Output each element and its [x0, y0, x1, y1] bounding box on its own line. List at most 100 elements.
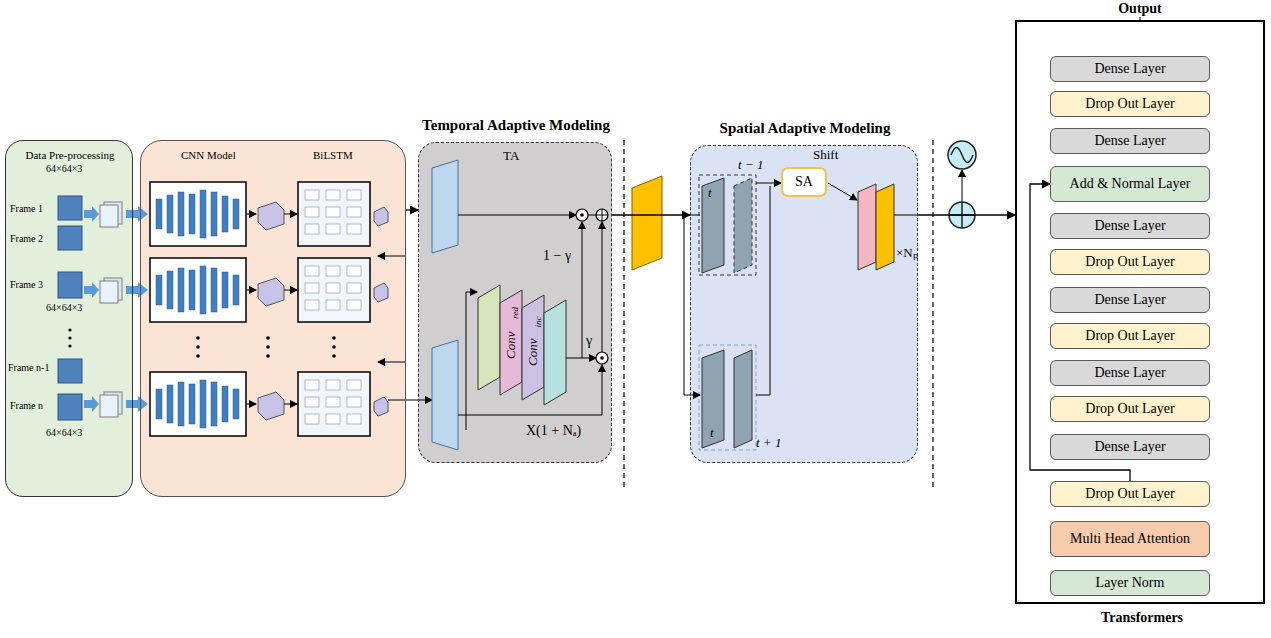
illustration-part — [298, 372, 370, 436]
illustration-part — [347, 266, 361, 276]
layer-label: Drop Out Layer — [1081, 255, 1178, 270]
illustration-part — [266, 345, 270, 349]
illustration-part — [544, 300, 566, 405]
dense-layer: Dense Layer — [1050, 56, 1210, 82]
illustration-part — [150, 182, 246, 246]
illustration-part — [388, 400, 432, 401]
illustration-part — [690, 215, 700, 216]
illustration-part — [178, 268, 184, 312]
illustration-part — [196, 345, 200, 349]
illustration-part — [167, 385, 173, 423]
illustration-part — [126, 206, 148, 222]
illustration-part — [332, 345, 336, 349]
illustration-part — [100, 395, 118, 417]
illustration-part — [326, 300, 340, 310]
dimension: 64×64×3 — [46, 163, 82, 174]
illustration-part — [126, 282, 148, 298]
illustration-part — [332, 354, 336, 358]
connector — [406, 209, 418, 210]
illustration-part — [347, 207, 361, 217]
dense-layer: Dense Layer — [1050, 287, 1210, 313]
illustration-part — [347, 397, 361, 407]
illustration-part — [68, 336, 71, 339]
illustration-part — [734, 178, 752, 273]
illustration-part — [258, 392, 284, 420]
illustration-part — [458, 365, 602, 415]
illustration-part — [58, 196, 82, 220]
illustration-part — [858, 184, 876, 270]
illustration-part — [246, 290, 256, 291]
time-label: t — [710, 426, 714, 440]
illustration-part — [100, 205, 118, 227]
illustration-part — [233, 199, 239, 229]
illustration-part — [58, 359, 82, 383]
dropout-layer: Drop Out Layer — [1050, 91, 1210, 117]
layer-norm: Layer Norm — [1050, 570, 1210, 596]
layer-label: Dense Layer — [1090, 134, 1169, 149]
illustration-part — [84, 206, 99, 222]
illustration-part — [196, 354, 200, 358]
illustration-part — [326, 380, 340, 390]
illustration-part — [258, 278, 284, 306]
illustration-part — [150, 372, 246, 436]
illustration-part — [374, 283, 388, 302]
illustration-part — [326, 266, 340, 276]
illustration-part — [347, 190, 361, 200]
illustration-part — [432, 340, 458, 450]
illustration-part — [305, 224, 319, 234]
conv-label: Conv — [504, 331, 518, 358]
attention-box: SA — [781, 167, 827, 197]
illustration-part — [211, 192, 217, 236]
frame-label: Frame n — [10, 400, 43, 411]
gate-weight: γ — [586, 333, 592, 348]
illustration-part — [458, 215, 576, 216]
illustration-part — [576, 209, 608, 364]
illustration-part — [58, 272, 82, 298]
illustration-part — [378, 256, 432, 400]
illustration-part — [522, 295, 544, 400]
module-panel: CNN Model BiLSTM — [140, 140, 406, 497]
panel-heading: Temporal Adaptive Modeling — [396, 117, 636, 134]
illustration-part — [588, 215, 596, 216]
conv-label: Conv — [526, 338, 540, 365]
gate-weight: 1 − γ — [543, 248, 571, 263]
attention-layer: Multi Head Attention — [1050, 521, 1210, 557]
illustration-part — [326, 414, 340, 424]
illustration-part — [500, 290, 522, 395]
illustration-part — [305, 414, 319, 424]
panel-heading: TA — [503, 149, 519, 163]
panel-heading: CNN Model — [181, 149, 236, 161]
illustration-part — [68, 344, 71, 347]
illustration-part — [378, 256, 406, 257]
illustration-part — [100, 281, 118, 303]
illustration-part — [284, 290, 297, 291]
frame-label: Frame n-1 — [8, 362, 49, 373]
illustration-part — [582, 222, 583, 358]
panel-heading: BiLSTM — [313, 149, 353, 161]
illustration-part — [458, 215, 602, 430]
illustration-part — [246, 214, 256, 215]
conv-subscript: red — [511, 307, 521, 319]
illustration-part — [68, 328, 71, 331]
illustration-part — [305, 266, 319, 276]
illustration-part — [266, 336, 270, 340]
illustration-part — [602, 222, 603, 352]
illustration-part — [326, 283, 340, 293]
time-label: t − 1 — [738, 158, 763, 172]
illustration-part — [347, 414, 361, 424]
illustration-part — [418, 142, 612, 463]
illustration-part — [305, 300, 319, 310]
layer-label: Layer Norm — [1092, 576, 1169, 591]
frame-label: Frame 1 — [10, 203, 43, 214]
illustration-part — [702, 178, 724, 273]
layer-label: Dense Layer — [1090, 440, 1169, 455]
illustration-part — [734, 350, 752, 448]
illustration-part — [84, 282, 99, 298]
illustration-part — [126, 396, 148, 412]
illustration-part — [222, 386, 228, 422]
layer-label: Drop Out Layer — [1081, 329, 1178, 344]
illustration-part — [374, 207, 388, 226]
illustration-part — [246, 404, 256, 405]
illustration-part — [600, 356, 604, 360]
illustration-part — [305, 380, 319, 390]
